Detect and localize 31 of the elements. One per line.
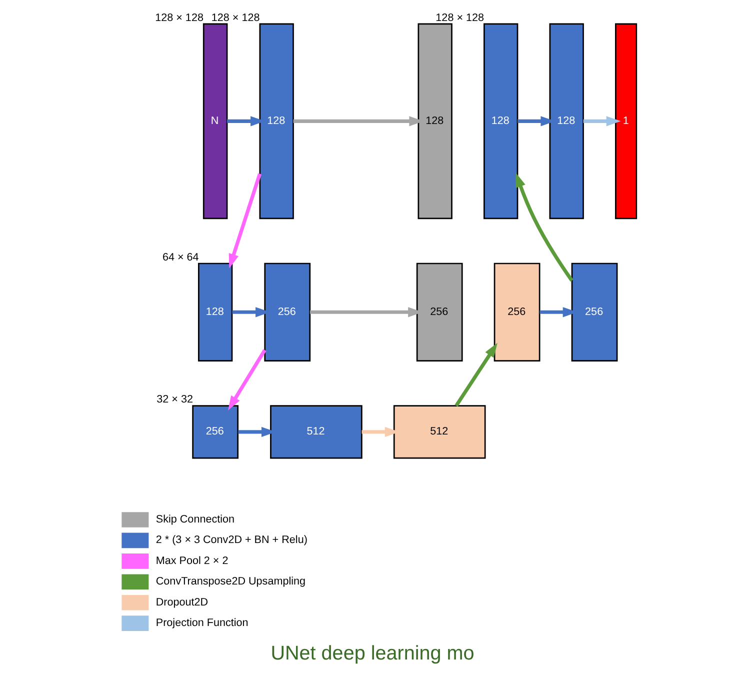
node-box: 128 bbox=[258, 23, 294, 220]
node-label: 32 × 32 bbox=[156, 394, 192, 406]
node-box: 256 bbox=[264, 262, 310, 362]
node-label: 64 × 64 bbox=[162, 251, 198, 264]
node-box: 512 bbox=[270, 405, 362, 459]
node-box: 256 bbox=[570, 262, 618, 362]
node-box: 128 bbox=[483, 23, 518, 220]
arrow bbox=[515, 172, 573, 282]
node-box: 128 bbox=[548, 23, 584, 220]
legend-label: Max Pool 2 × 2 bbox=[155, 554, 228, 567]
node-box: 256 bbox=[192, 405, 238, 459]
legend-label: Skip Connection bbox=[155, 514, 234, 526]
node-box: 128 bbox=[198, 262, 232, 362]
node-box: 512 bbox=[392, 405, 486, 459]
arrow bbox=[582, 116, 620, 126]
legend-label: 2 * (3 × 3 Conv2D + BN + Relu) bbox=[155, 534, 307, 546]
node-box: 1 bbox=[614, 23, 637, 220]
node-box: 128 bbox=[417, 23, 452, 220]
legend-label: ConvTranspose2D Upsampling bbox=[155, 576, 306, 588]
node-box: 256 bbox=[493, 262, 540, 362]
legend-label: Projection Function bbox=[155, 617, 248, 630]
node-box: 256 bbox=[416, 262, 462, 362]
node-label: 128 × 128 bbox=[210, 12, 260, 24]
arrow bbox=[228, 173, 262, 268]
arrow bbox=[227, 349, 266, 410]
node-box: N bbox=[202, 23, 228, 220]
node-label: 128 × 128 bbox=[435, 12, 484, 24]
legend-label: Dropout2D bbox=[155, 596, 208, 608]
caption: UNet deep learning mo bbox=[270, 642, 474, 664]
arrow bbox=[454, 342, 497, 407]
node-label: 128 × 128 bbox=[154, 12, 203, 24]
